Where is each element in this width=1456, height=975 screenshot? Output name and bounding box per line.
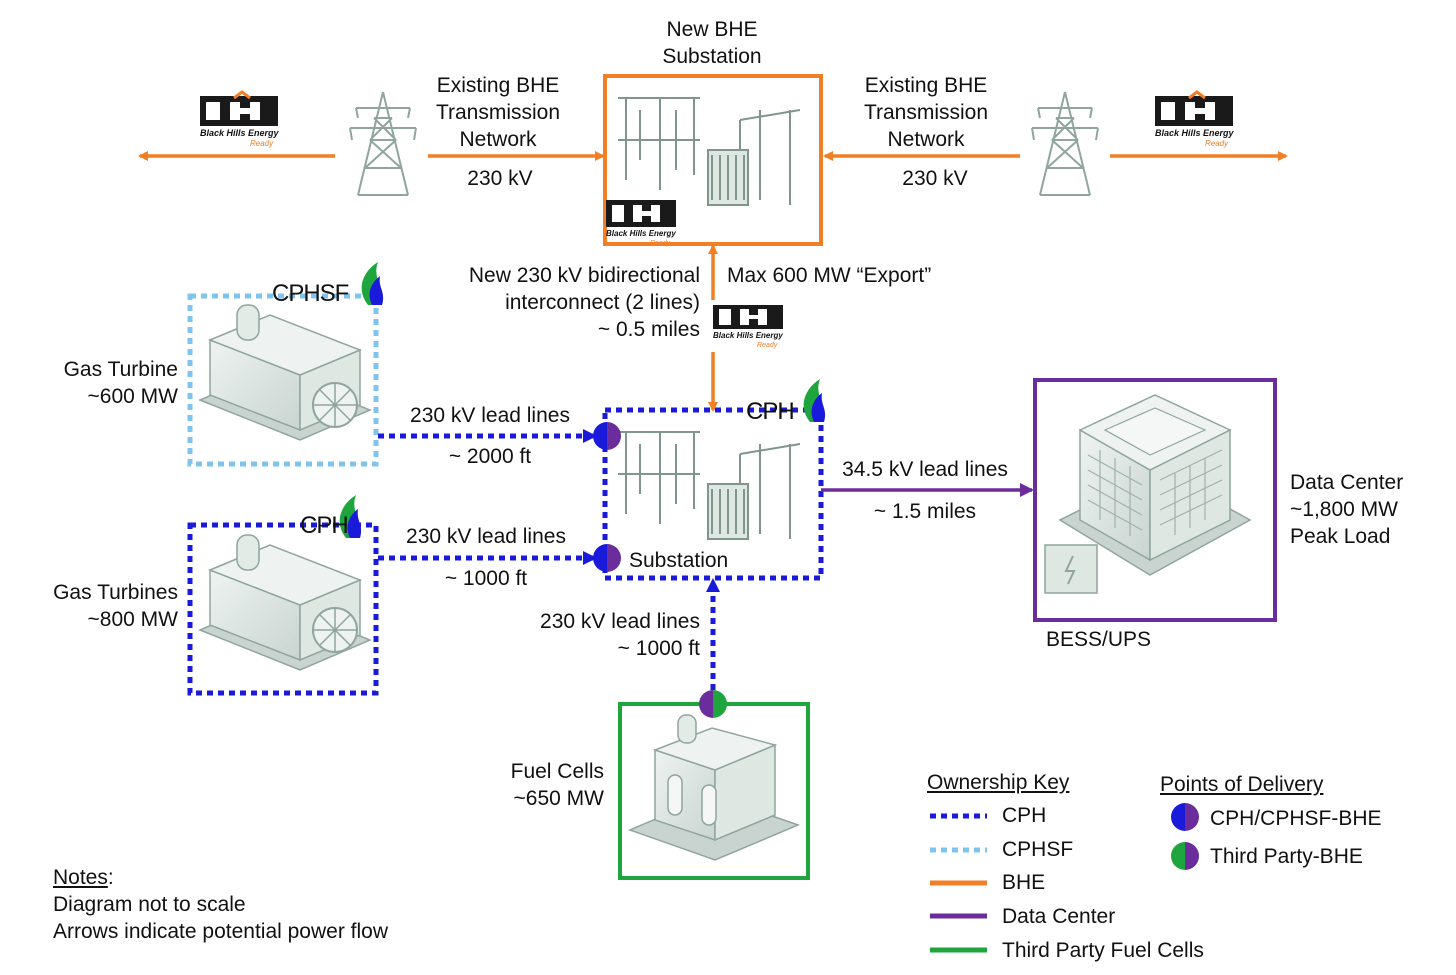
data-center-building-icon (1044, 394, 1252, 594)
cph-substation-box (602, 407, 824, 581)
gas-turbines-label: Gas Turbines ~800 MW (53, 581, 178, 631)
legend-cphsf-label: CPHSF (1002, 838, 1074, 861)
cph-gas-turbines-box (187, 522, 379, 696)
legend-pod-third-party-label: Third Party-BHE (1210, 845, 1363, 868)
flame-logo-icon (339, 495, 362, 538)
svg-text:Black Hills Energy: Black Hills Energy (1155, 128, 1235, 138)
cphsf-gas-turbine-box (187, 293, 379, 467)
flame-logo-icon (803, 379, 826, 422)
cphsf-brand: CPHSF (272, 280, 349, 307)
fuel-cell-line-label: 230 kV lead lines (540, 610, 700, 633)
left-network-label: Existing BHE Transmission Network (435, 74, 561, 151)
svg-text:Black Hills Energy: Black Hills Energy (606, 229, 676, 238)
transmission-tower-icon-left (349, 91, 417, 196)
bhe-logo-icon: Black Hills Energy Ready (713, 305, 783, 349)
svg-text:Black Hills Energy: Black Hills Energy (200, 128, 280, 138)
right-network-label: Existing BHE Transmission Network (863, 74, 989, 151)
cph-substation-brand: CPH (746, 398, 795, 425)
legend-pod-cph-circle (1171, 803, 1199, 831)
gas-turbine-line-label: 230 kV lead lines (410, 404, 570, 427)
legend-third-party-label: Third Party Fuel Cells (1002, 939, 1204, 962)
legend-pod-cph-label: CPH/CPHSF-BHE (1210, 807, 1382, 830)
notes-title: Notes: (53, 866, 114, 889)
legend-data-center-label: Data Center (1002, 905, 1116, 928)
fuel-cell-distance: ~ 1000 ft (617, 637, 700, 660)
substation-equipment-icon-cph (618, 431, 801, 540)
legend-bhe-label: BHE (1002, 871, 1046, 894)
gas-turbine-icon-2 (198, 534, 372, 671)
legend-cph-label: CPH (1002, 804, 1047, 827)
svg-text:Ready: Ready (1205, 139, 1229, 148)
substation-equipment-icon-top (618, 97, 801, 206)
gas-turbine-label: Gas Turbine ~600 MW (63, 358, 178, 408)
svg-text:Ready: Ready (757, 342, 778, 349)
data-center-distance: ~ 1.5 miles (873, 500, 977, 523)
ownership-key-title: Ownership Key (927, 771, 1070, 794)
bhe-logo-icon: Black Hills Energy Ready (200, 90, 280, 148)
gas-turbine-icon-1 (198, 304, 372, 441)
bhe-logo-icon: Black Hills Energy Ready (1155, 90, 1235, 148)
notes-title-text: Notes (53, 866, 108, 889)
fuel-cell-icon (627, 714, 801, 861)
transmission-tower-icon-right (1031, 91, 1099, 196)
left-kv-label: 230 kV (467, 167, 533, 190)
svg-text:Black Hills Energy: Black Hills Energy (713, 331, 783, 340)
bhe-logo-icon: Black Hills Energy Ready (606, 200, 676, 247)
gas-turbine-distance: ~ 2000 ft (448, 445, 532, 468)
data-center-label: Data Center ~1,800 MW Peak Load (1290, 471, 1404, 548)
flame-logo-icon (361, 262, 384, 305)
bess-ups-label: BESS/UPS (1046, 628, 1152, 651)
notes-line-2: Arrows indicate potential power flow (53, 920, 388, 943)
interconnect-label: New 230 kV bidirectional interconnect (2… (468, 264, 700, 341)
point-of-delivery-cphsf (593, 422, 621, 450)
gas-turbines-line-label: 230 kV lead lines (406, 525, 566, 548)
substation-label: Substation (629, 549, 729, 572)
points-of-delivery-title: Points of Delivery (1160, 773, 1324, 796)
export-label: Max 600 MW “Export” (727, 264, 932, 287)
svg-text:Ready: Ready (650, 240, 671, 247)
notes-line-1: Diagram not to scale (53, 893, 246, 916)
data-center-line-label: 34.5 kV lead lines (842, 458, 1008, 481)
point-of-delivery-third-party (699, 690, 727, 718)
point-of-delivery-cph (593, 544, 621, 572)
gas-turbines-distance: ~ 1000 ft (444, 567, 528, 590)
right-kv-label: 230 kV (902, 167, 968, 190)
cph-brand-turbines: CPH (300, 512, 349, 539)
fuel-cells-label: Fuel Cells ~650 MW (510, 760, 604, 810)
new-substation-label: New BHE Substation (662, 18, 762, 68)
data-center-box (1033, 378, 1277, 622)
legend-pod-third-party-circle (1171, 842, 1199, 870)
svg-text:Ready: Ready (250, 139, 274, 148)
